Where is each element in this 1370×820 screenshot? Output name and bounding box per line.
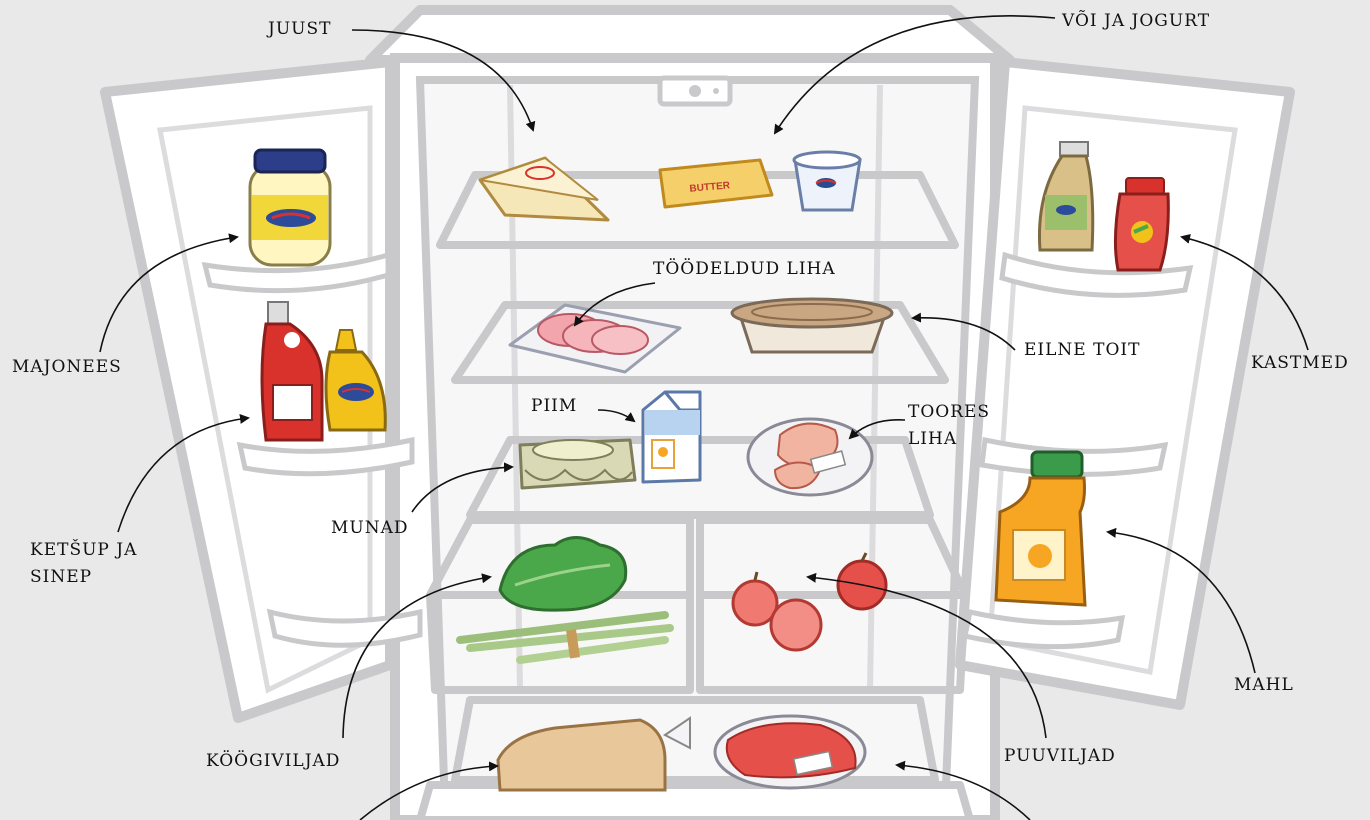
label-processed-meat: TÖÖDELDUD LIHA [653, 256, 836, 283]
mayonnaise-jar-icon [250, 150, 330, 265]
label-vegetables: KÖÖGIVILJAD [206, 748, 340, 775]
yogurt-icon [794, 152, 860, 210]
label-eggs: MUNAD [331, 515, 409, 542]
label-ketchup-mustard: KETŠUP JA SINEP [30, 537, 137, 591]
egg-carton-icon [520, 440, 635, 488]
label-raw-meat-line-2: LIHA [908, 426, 990, 453]
leftovers-icon [732, 299, 892, 352]
label-cheese: JUUST [268, 16, 331, 43]
label-fruit: PUUVILJAD [1004, 743, 1116, 770]
label-butter-yogurt: VÕI JA JOGURT [1062, 8, 1210, 35]
label-ketchup-mustard-line-2: SINEP [30, 564, 137, 591]
label-ketchup-mustard-line-1: KETŠUP JA [30, 537, 137, 564]
steak-icon [715, 716, 865, 788]
label-sauces: KASTMED [1251, 350, 1349, 377]
raw-meat-icon [748, 419, 872, 495]
milk-carton-icon [643, 392, 700, 482]
label-leftovers: EILNE TOIT [1024, 337, 1140, 364]
label-milk: PIIM [531, 393, 577, 420]
label-raw-meat-line-1: TOORES [908, 399, 990, 426]
right-door [960, 62, 1290, 705]
label-mayonnaise: MAJONEES [12, 354, 122, 381]
label-juice: MAHL [1234, 672, 1294, 699]
label-raw-meat: TOORES LIHA [908, 399, 990, 453]
